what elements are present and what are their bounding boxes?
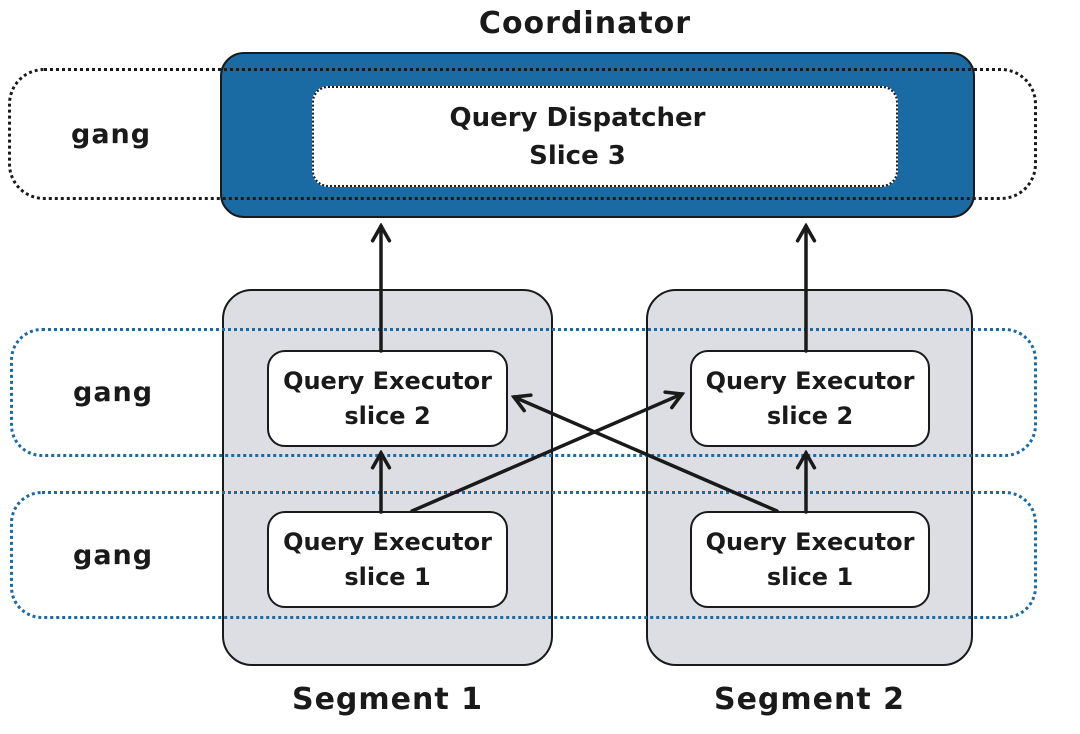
executor-label-line1: Query Executor (705, 527, 915, 556)
coordinator-title: Coordinator (478, 6, 692, 41)
gang-label: gang (73, 377, 154, 408)
executor-label-line1: Query Executor (283, 527, 492, 556)
segment-1-label: Segment 1 (291, 682, 484, 717)
executor-label-line2: slice 1 (344, 562, 431, 591)
executor-label-line2: slice 1 (766, 562, 854, 591)
segment1-executor-slice1-node: Query Executor slice 1 (267, 511, 508, 608)
executor-label-line2: slice 2 (766, 401, 854, 430)
segment-2-node (646, 289, 973, 666)
gang-label: gang (71, 118, 152, 150)
executor-label-line1: Query Executor (705, 366, 915, 395)
segment1-executor-slice2-node: Query Executor slice 2 (267, 350, 508, 447)
segment-2-label: Segment 2 (713, 682, 906, 717)
segment2-executor-slice1-node: Query Executor slice 1 (690, 511, 930, 608)
dispatcher-label-line2: Slice 3 (529, 140, 626, 171)
dispatcher-label-line1: Query Dispatcher (449, 102, 706, 133)
gang-label: gang (73, 539, 154, 571)
executor-label-line2: slice 2 (344, 401, 431, 430)
segment-1-node (222, 289, 553, 666)
query-dispatcher-node: Query Dispatcher Slice 3 (312, 86, 898, 187)
segment2-executor-slice2-node: Query Executor slice 2 (690, 350, 930, 447)
executor-label-line1: Query Executor (283, 366, 492, 395)
